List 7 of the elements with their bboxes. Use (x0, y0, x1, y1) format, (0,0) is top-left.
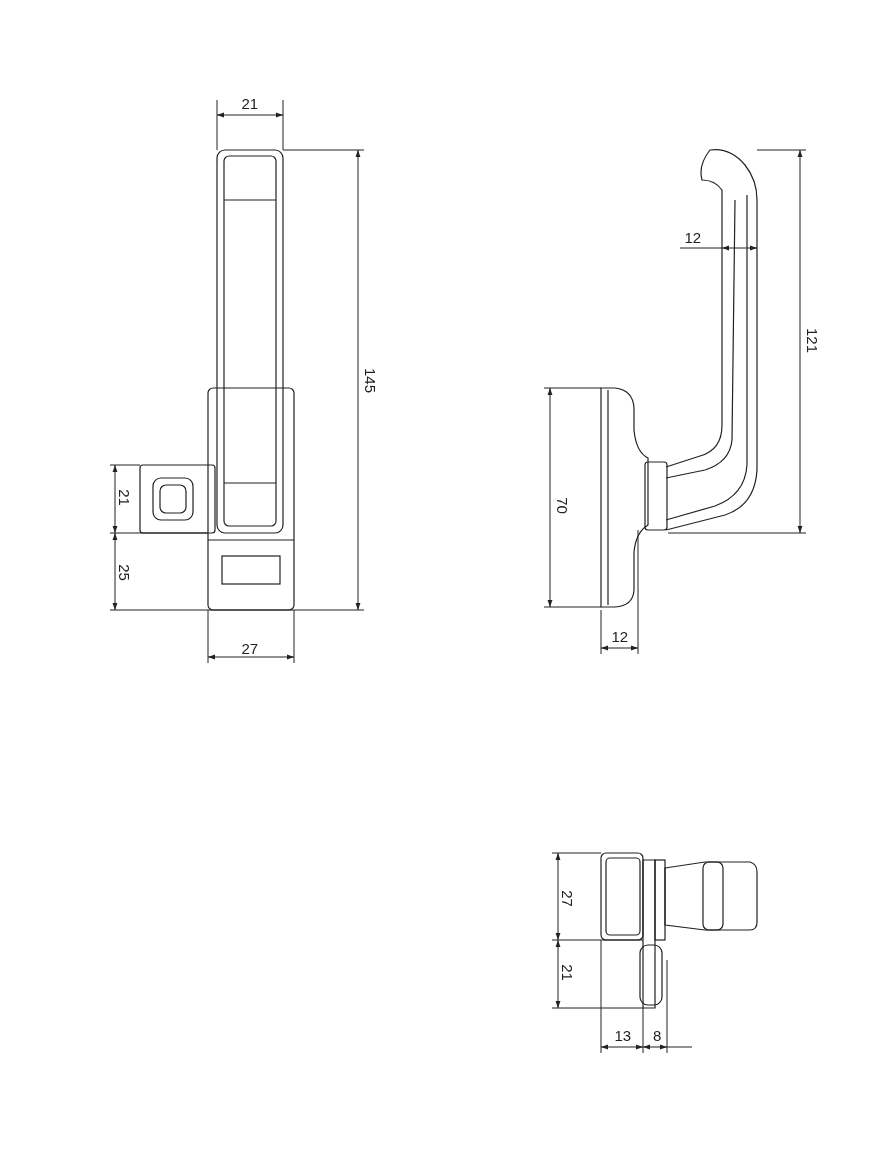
dimension-value: 27 (559, 888, 575, 908)
dimension-value: 70 (554, 495, 570, 515)
dimension-value: 145 (362, 366, 378, 394)
dimension-value: 25 (116, 562, 132, 582)
dimension-value: 21 (559, 962, 575, 982)
dimension-value: 121 (804, 326, 820, 354)
dimension-value: 21 (116, 487, 132, 507)
